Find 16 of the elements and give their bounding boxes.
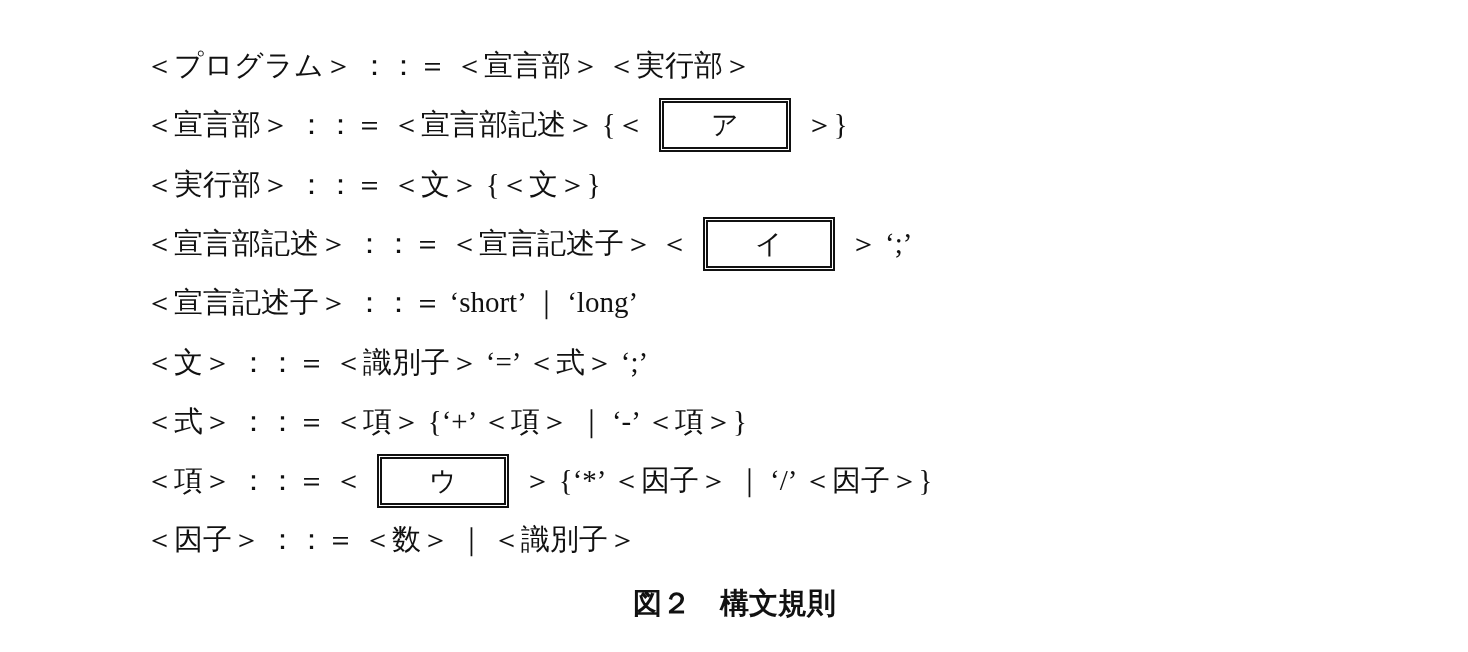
grammar-rule-text: ＞ {‘*’ ＜因子＞ ｜ ‘/’ ＜因子＞} [522,463,933,500]
grammar-rule-text: ＜実行部＞ ：：＝ ＜文＞ {＜文＞} [145,166,601,202]
grammar-rule-text: ＜因子＞ ：：＝ ＜数＞ ｜ ＜識別子＞ [145,522,637,559]
grammar-rule-text: ＜プログラム＞ ：：＝ ＜宣言部＞ ＜実行部＞ [145,48,752,83]
figure-caption: 図２ 構文規則 [632,586,836,620]
blank-answer-box: ア [658,98,791,153]
blank-answer-box: ウ [376,454,509,509]
grammar-rule-text: ＞ ‘;’ [848,225,913,261]
grammar-rule-text: ＜宣言部＞ ：：＝ ＜宣言部記述＞ {＜ [145,107,645,143]
grammar-rule-text: ＜宣言部記述＞ ：：＝ ＜宣言記述子＞ ＜ [145,225,689,261]
grammar-rule-text: ＜文＞ ：：＝ ＜識別子＞ ‘=’ ＜式＞ ‘;’ [145,344,649,380]
grammar-rule-text: ＞} [804,107,848,143]
grammar-rule-text: ＜宣言記述子＞ ：：＝ ‘short’ ｜ ‘long’ [145,285,639,322]
grammar-rule-text: ＜式＞ ：：＝ ＜項＞ {‘+’ ＜項＞ ｜ ‘-’ ＜項＞} [145,403,747,441]
grammar-rule-text: ＜項＞ ：：＝ ＜ [145,463,363,499]
blank-answer-box: イ [702,216,835,271]
